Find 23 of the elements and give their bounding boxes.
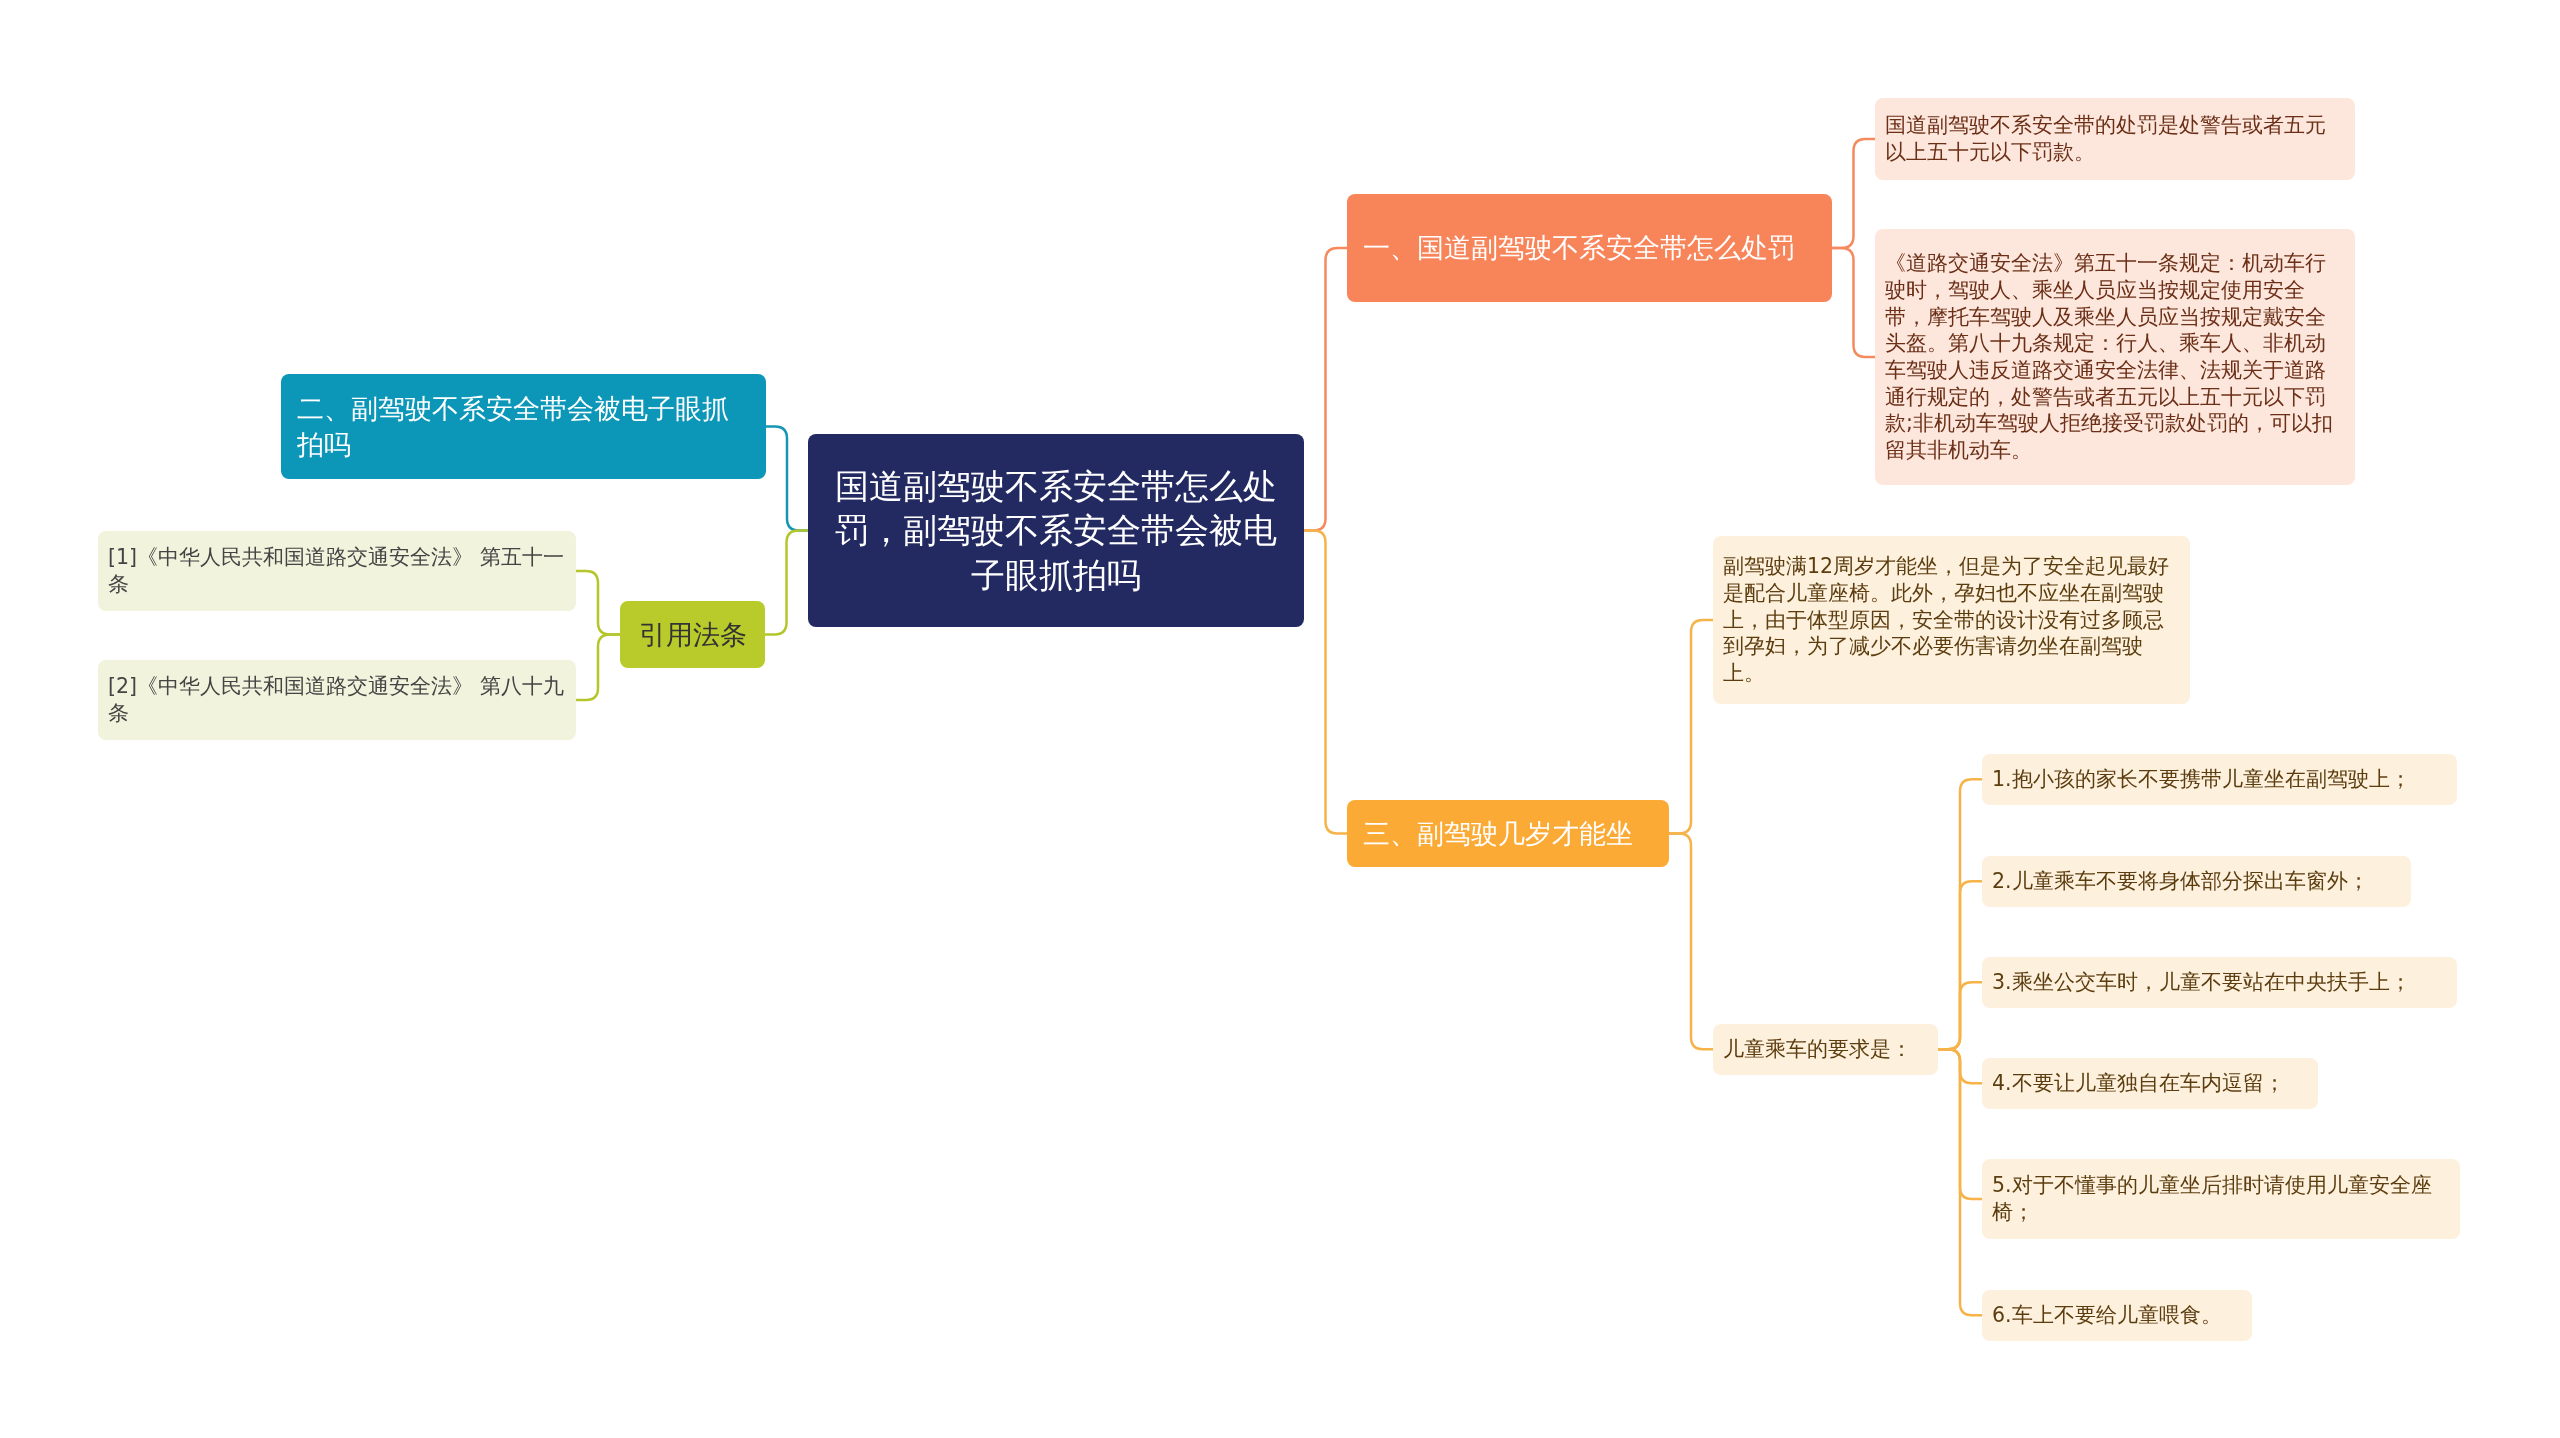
- note-box: 《道路交通安全法》第五十一条规定：机动车行驶时，驾驶人、乘坐人员应当按规定使用安全带，摩托车驾驶人及乘坐人员应当按规定戴安全头盔。第八十九条规定：行人、乘车人、非机动车驾驶人违反道路交通安全法律、法规关于道路通行规定的，处警告或者五元以上五十元以下罚款;非机动车驾驶人拒绝接受罚款处罚的，可以扣留其非机动车。: [1875, 229, 2355, 485]
- topic-box: 一、国道副驾驶不系安全带怎么处罚: [1347, 194, 1832, 302]
- topic-box: 三、副驾驶几岁才能坐: [1347, 800, 1669, 867]
- note-box: 4.不要让儿童独自在车内逗留；: [1982, 1058, 2318, 1109]
- note-box: 2.儿童乘车不要将身体部分探出车窗外；: [1982, 856, 2411, 907]
- connector-line: [1304, 529, 1347, 835]
- note-box: [1]《中华人民共和国道路交通安全法》 第五十一条: [98, 531, 576, 611]
- connector-line: [1832, 246, 1875, 359]
- topic-box: 引用法条: [620, 601, 765, 668]
- central-topic: 国道副驾驶不系安全带怎么处罚，副驾驶不系安全带会被电子眼抓拍吗: [808, 434, 1304, 627]
- note-box: 儿童乘车的要求是：: [1713, 1024, 1938, 1075]
- note-box: 1.抱小孩的家长不要携带儿童坐在副驾驶上；: [1982, 754, 2457, 805]
- connector-line: [765, 529, 808, 636]
- note-box: 3.乘坐公交车时，儿童不要站在中央扶手上；: [1982, 957, 2457, 1008]
- connector-line: [576, 633, 620, 702]
- note-box: [2]《中华人民共和国道路交通安全法》 第八十九条: [98, 660, 576, 740]
- topic-box: 二、副驾驶不系安全带会被电子眼抓拍吗: [281, 374, 766, 479]
- note-box: 6.车上不要给儿童喂食。: [1982, 1290, 2252, 1341]
- connector-line: [1938, 1048, 1982, 1317]
- note-box: 副驾驶满12周岁才能坐，但是为了安全起见最好是配合儿童座椅。此外，孕妇也不应坐在副驾驶上，由于体型原因，安全带的设计没有过多顾忌到孕妇，为了减少不必要伤害请勿坐在副驾驶上。: [1713, 536, 2190, 704]
- connector-line: [1669, 832, 1713, 1051]
- note-box: 5.对于不懂事的儿童坐后排时请使用儿童安全座椅；: [1982, 1159, 2460, 1239]
- note-box: 国道副驾驶不系安全带的处罚是处警告或者五元以上五十元以下罚款。: [1875, 98, 2355, 180]
